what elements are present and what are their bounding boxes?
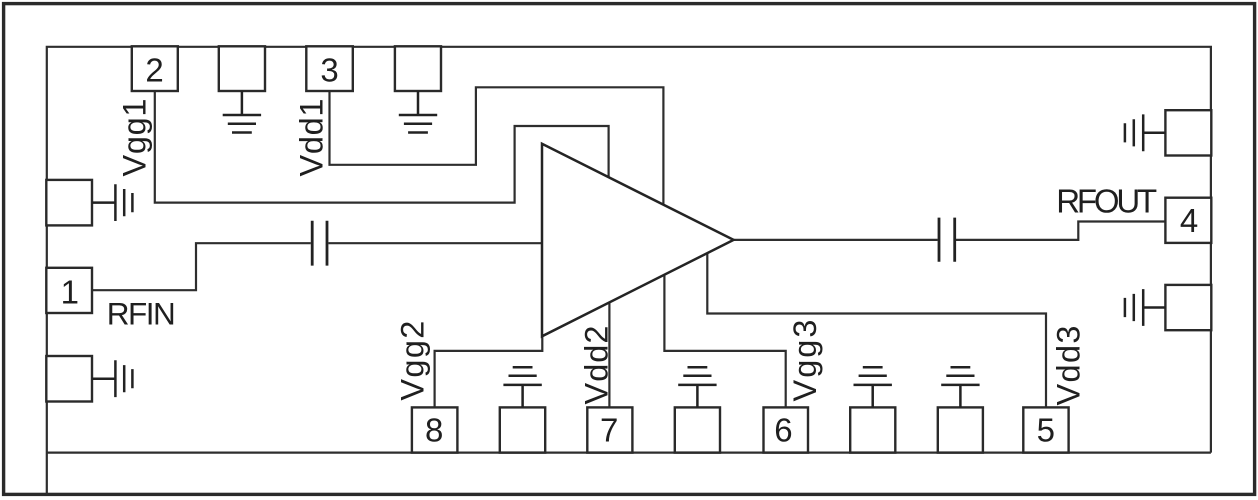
svg-text:7: 7 xyxy=(600,412,618,449)
svg-text:8: 8 xyxy=(425,412,443,449)
svg-text:5: 5 xyxy=(1037,412,1055,449)
svg-text:4: 4 xyxy=(1180,202,1198,239)
svg-text:Vdd2: Vdd2 xyxy=(579,326,615,405)
svg-text:6: 6 xyxy=(774,412,792,449)
svg-text:RFOUT: RFOUT xyxy=(1056,182,1157,219)
svg-text:1: 1 xyxy=(61,273,79,310)
svg-text:Vgg3: Vgg3 xyxy=(787,320,823,402)
svg-text:Vdd1: Vdd1 xyxy=(294,99,330,177)
svg-text:Vdd3: Vdd3 xyxy=(1051,326,1087,406)
svg-text:3: 3 xyxy=(320,51,338,88)
svg-text:Vgg1: Vgg1 xyxy=(116,99,152,177)
svg-text:Vgg2: Vgg2 xyxy=(395,321,431,401)
svg-text:RFIN: RFIN xyxy=(107,296,176,332)
svg-text:2: 2 xyxy=(145,51,163,88)
